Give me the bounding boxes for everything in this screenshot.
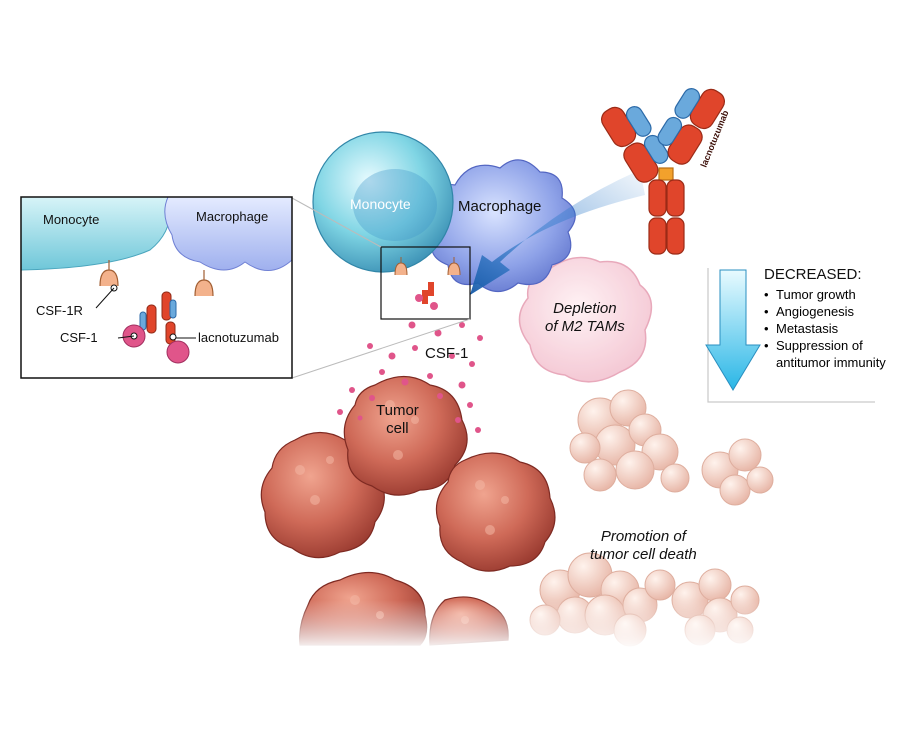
inset-antibody-label: lacnotuzumab — [198, 330, 279, 345]
depleted-tam-cell — [518, 256, 653, 383]
depletion-label: Depletion of M2 TAMs — [545, 300, 625, 335]
lacnotuzumab-antibody — [601, 88, 725, 255]
csf1-label: CSF-1 — [425, 345, 469, 362]
inset-macrophage-label: Macrophage — [196, 209, 269, 224]
receptor-detail — [380, 246, 471, 320]
outcome-item: Metastasis — [764, 320, 894, 337]
promotion-label: Promotion of tumor cell death — [590, 528, 697, 563]
outcome-item: Angiogenesis — [764, 303, 894, 320]
antibody-arrow — [470, 170, 645, 295]
zoom-inset — [20, 196, 293, 379]
outcomes-box — [705, 268, 875, 403]
monocyte-cell — [312, 131, 454, 273]
outcome-item: Suppression of antitumor immunity — [764, 337, 894, 371]
tumor-cell-label: Tumor cell — [376, 402, 419, 437]
macrophage-label: Macrophage — [458, 198, 542, 215]
inset-receptor-label: CSF-1R — [36, 303, 83, 318]
outcomes-title: DECREASED: — [764, 266, 862, 283]
monocyte-label: Monocyte — [350, 196, 411, 212]
inset-monocyte-label: Monocyte — [43, 212, 100, 227]
inset-ligand-label: CSF-1 — [60, 330, 98, 345]
bottom-fade — [250, 600, 810, 650]
dying-tumor-cells — [529, 389, 774, 647]
outcome-item: Tumor growth — [764, 286, 894, 303]
outcomes-list: Tumor growth Angiogenesis Metastasis Sup… — [764, 286, 894, 371]
csf1-particles — [337, 321, 483, 433]
decrease-arrow — [705, 269, 761, 391]
